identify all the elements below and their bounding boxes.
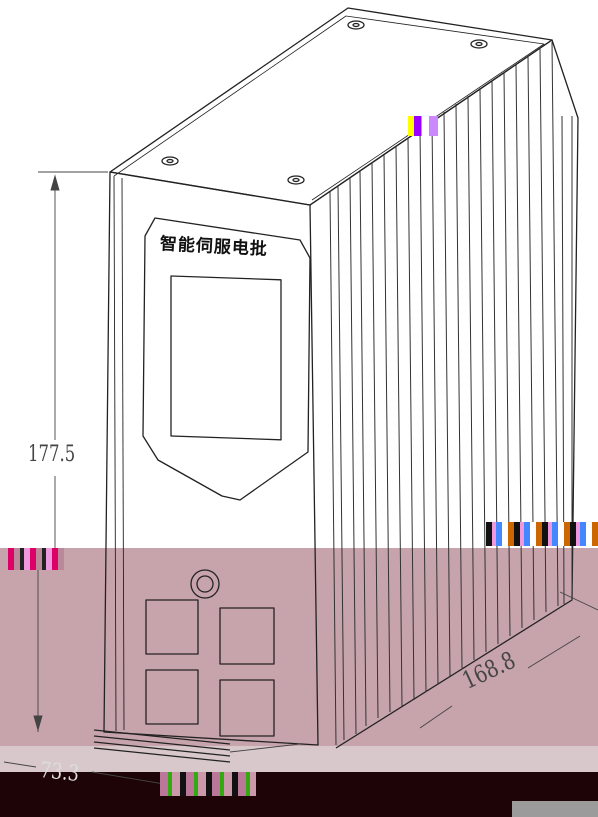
display-screen	[170, 275, 282, 441]
key-1	[145, 599, 199, 655]
artifact-band-bottom	[0, 772, 598, 817]
knob-inner	[196, 575, 214, 593]
front-face	[103, 171, 319, 746]
vent-slots	[93, 729, 231, 763]
display-bezel	[142, 217, 311, 501]
dimension-lines	[3, 171, 598, 786]
side-face	[309, 39, 579, 749]
artifact-band-lower	[0, 548, 598, 747]
artifact-glitch-1	[408, 116, 438, 136]
artifact-glitch-2	[486, 522, 598, 546]
heat-sink-fins	[329, 41, 573, 746]
key-4	[219, 679, 275, 737]
top-bolts	[161, 20, 488, 185]
dimension-width-label: 73.3	[38, 758, 81, 788]
knob-outer	[190, 569, 220, 599]
artifact-corner	[512, 801, 598, 817]
artifact-glitch-4	[160, 772, 256, 796]
artifact-band-strip	[0, 746, 598, 772]
artifact-glitch-3	[8, 548, 64, 570]
top-face	[109, 7, 553, 206]
key-2	[219, 607, 275, 665]
key-3	[145, 669, 199, 725]
dimension-height-label: 177.5	[28, 442, 76, 467]
